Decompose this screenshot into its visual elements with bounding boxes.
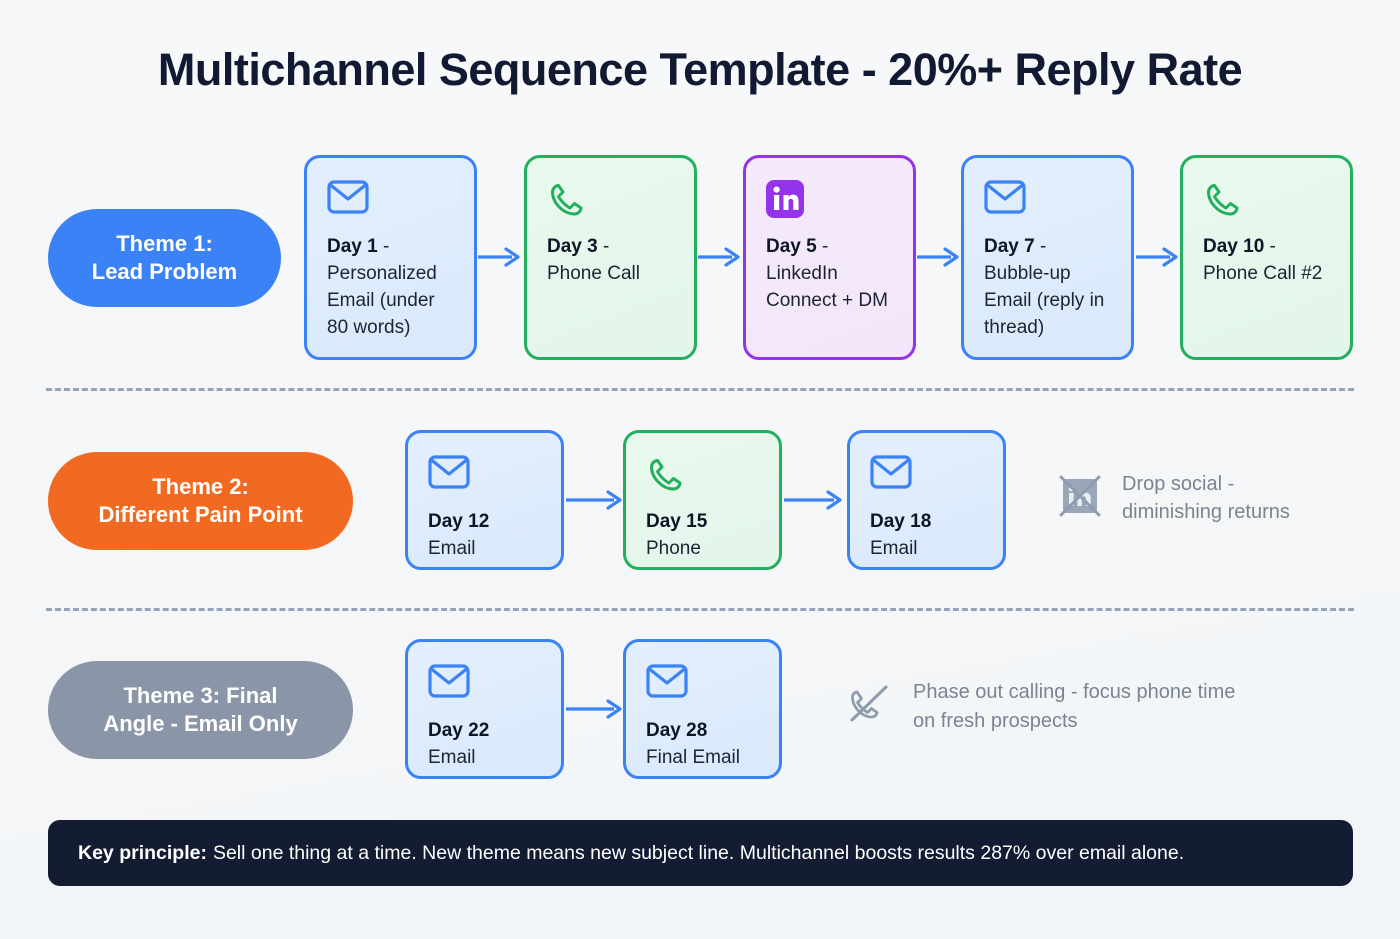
step-card-dash: - <box>1034 236 1047 257</box>
phone-icon <box>646 455 759 495</box>
step-card-text: Day 3 - Phone Call <box>547 234 674 288</box>
theme-pill-2-line1: Theme 2: <box>152 473 249 499</box>
step-card-day: Day 15 <box>646 511 708 532</box>
row-3-note-line2: on fresh prospects <box>913 709 1078 732</box>
step-card-dash: - <box>816 236 829 257</box>
key-principle-label: Key principle: <box>78 841 207 864</box>
step-card-detail: Personalized Email (under 80 words) <box>327 262 437 338</box>
step-card-detail: Email <box>428 746 476 768</box>
step-card[interactable]: Day 5 - LinkedIn Connect + DM <box>743 155 916 360</box>
step-card[interactable]: Day 10 - Phone Call #2 <box>1180 155 1353 360</box>
step-card-detail: Final Email <box>646 746 740 768</box>
row-2-note-line1: Drop social - <box>1122 473 1235 495</box>
step-card[interactable]: Day 18 Email <box>847 430 1006 570</box>
connector-arrow <box>698 244 744 275</box>
step-card-text: Day 5 - LinkedIn Connect + DM <box>766 234 893 315</box>
row-2-note-text: Drop social - diminishing returns <box>1122 470 1290 527</box>
step-card-text: Day 10 - Phone Call #2 <box>1203 234 1330 288</box>
phone-icon <box>1203 180 1330 220</box>
step-card-text: Day 12 Email <box>428 509 541 563</box>
step-card[interactable]: Day 1 - Personalized Email (under 80 wor… <box>304 155 477 360</box>
step-card-detail: Email <box>870 537 918 559</box>
connector-arrow <box>784 487 846 518</box>
linkedin-disabled-icon <box>1056 472 1104 525</box>
connector-arrow <box>1136 244 1182 275</box>
connector-arrow <box>917 244 963 275</box>
theme-pill-3: Theme 3: Final Angle - Email Only <box>48 661 353 759</box>
linkedin-icon <box>766 180 893 220</box>
step-card-text: Day 18 Email <box>870 509 983 563</box>
page-title: Multichannel Sequence Template - 20%+ Re… <box>157 44 1243 95</box>
theme-pill-3-line1: Theme 3: Final <box>123 682 278 708</box>
theme-pill-2-line2: Different Pain Point <box>98 502 303 527</box>
step-card-day: Day 18 <box>870 511 932 532</box>
step-card-day: Day 1 <box>327 236 378 257</box>
step-card[interactable]: Day 3 - Phone Call <box>524 155 697 360</box>
step-card-day: Day 22 <box>428 720 490 741</box>
step-card-detail: Bubble-up Email (reply in thread) <box>984 262 1105 338</box>
envelope-icon <box>984 180 1111 220</box>
step-card-day: Day 5 <box>766 236 817 257</box>
step-card-detail: Phone <box>646 537 701 559</box>
key-principle-banner: Key principle: Sell one thing at a time.… <box>48 820 1353 886</box>
step-card-day: Day 10 <box>1203 236 1265 257</box>
step-card-day: Day 3 <box>547 236 598 257</box>
connector-arrow <box>566 696 626 727</box>
step-card-dash: - <box>597 236 610 257</box>
step-card-text: Day 22 Email <box>428 718 541 772</box>
step-card-text: Day 1 - Personalized Email (under 80 wor… <box>327 234 454 342</box>
step-card[interactable]: Day 28 Final Email <box>623 639 782 779</box>
theme-pill-1-line1: Theme 1: <box>116 230 213 256</box>
step-card-detail: Phone Call <box>547 262 640 284</box>
theme-pill-2: Theme 2: Different Pain Point <box>48 452 353 550</box>
step-card-dash: - <box>1264 236 1276 257</box>
envelope-icon <box>646 664 759 704</box>
step-card-text: Day 28 Final Email <box>646 718 759 772</box>
step-card[interactable]: Day 7 - Bubble-up Email (reply in thread… <box>961 155 1134 360</box>
step-card-day: Day 7 <box>984 236 1035 257</box>
row-2-note-line2: diminishing returns <box>1122 501 1290 524</box>
row-3-note-text: Phase out calling - focus phone time on … <box>913 678 1235 735</box>
theme-pill-1-line2: Lead Problem <box>91 259 238 284</box>
envelope-icon <box>428 455 541 495</box>
envelope-icon <box>327 180 454 220</box>
theme-pill-3-line2: Angle - Email Only <box>103 711 298 736</box>
step-card-dash: - <box>377 236 390 257</box>
step-card-day: Day 12 <box>428 511 490 532</box>
phone-icon <box>547 180 674 220</box>
phone-off-icon <box>843 678 895 735</box>
step-card-day: Day 28 <box>646 720 708 741</box>
step-card-text: Day 15 Phone <box>646 509 759 563</box>
row-divider-2 <box>46 608 1354 611</box>
step-card[interactable]: Day 15 Phone <box>623 430 782 570</box>
row-divider-1 <box>46 388 1354 391</box>
row-2-note: Drop social - diminishing returns <box>1056 470 1290 527</box>
row-3-note-line1: Phase out calling - focus phone time <box>913 681 1236 704</box>
step-card-detail: LinkedIn Connect + DM <box>766 262 888 311</box>
envelope-icon <box>428 664 541 704</box>
envelope-icon <box>870 455 983 495</box>
step-card-text: Day 7 - Bubble-up Email (reply in thread… <box>984 234 1111 342</box>
row-3-note: Phase out calling - focus phone time on … <box>843 678 1235 735</box>
theme-pill-1: Theme 1: Lead Problem <box>48 209 281 307</box>
connector-arrow <box>566 487 626 518</box>
step-card-detail: Email <box>428 537 476 559</box>
connector-arrow <box>478 244 524 275</box>
step-card-detail: Phone Call #2 <box>1203 262 1323 284</box>
step-card[interactable]: Day 22 Email <box>405 639 564 779</box>
step-card[interactable]: Day 12 Email <box>405 430 564 570</box>
key-principle-text: Sell one thing at a time. New theme mean… <box>212 841 1185 864</box>
